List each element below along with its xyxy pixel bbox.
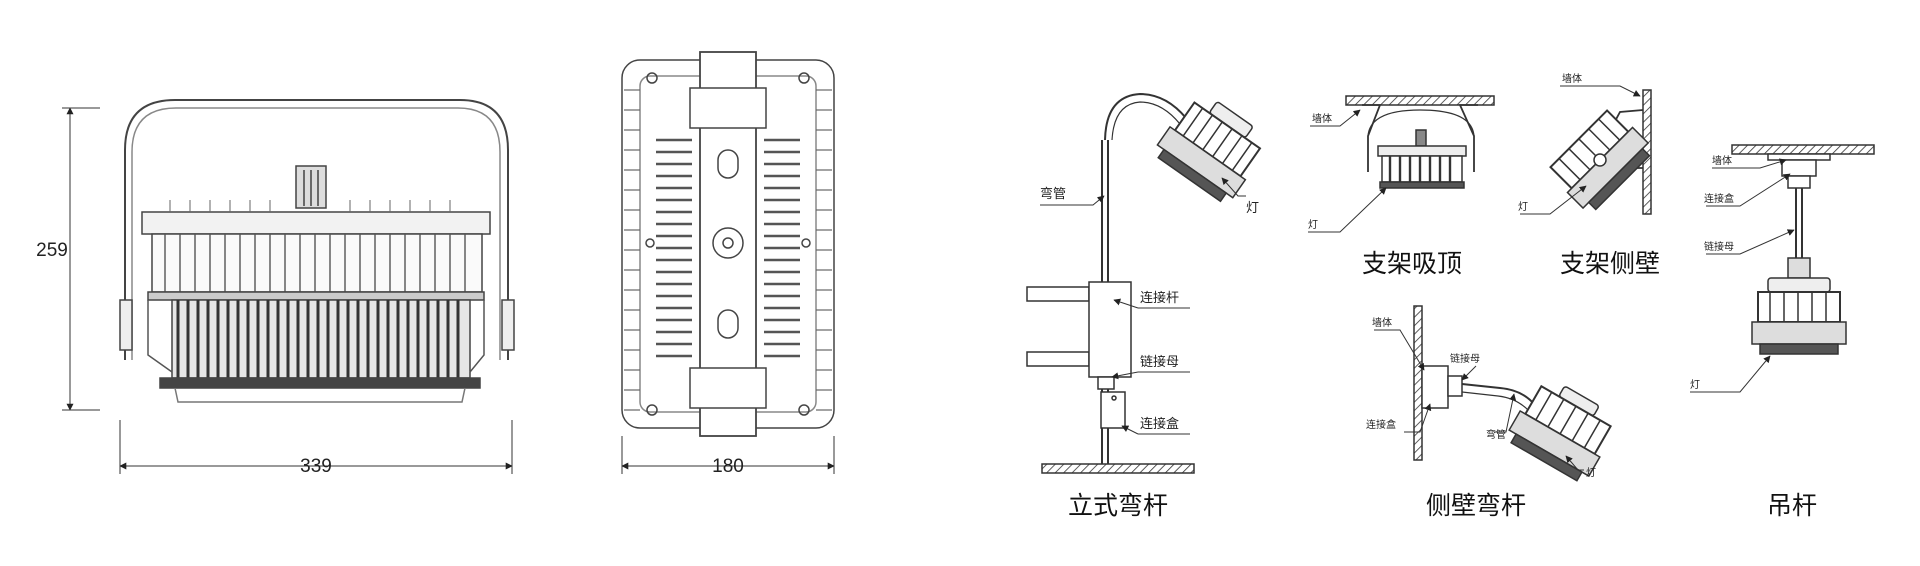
pendant-junction-box-label: 连接盒 [1704,192,1734,205]
pendant-wall-label: 墙体 [1712,154,1732,167]
junction-box-label: 连接盒 [1140,416,1179,432]
pendant-link-nut-label: 链接母 [1704,240,1734,253]
ground-plate [1041,463,1195,474]
side-wall-bent-pipe [1461,383,1535,405]
wall-bracket-lamp-label: 灯 [1518,201,1528,213]
front-height-dimension [62,107,100,411]
pole-lamp [1156,101,1262,203]
front-view [119,99,515,403]
link-nut-label: 链接母 [1140,354,1179,370]
ceiling-bracket-caption: 支架吸顶 [1362,249,1462,278]
side-wall-wall-label: 墙体 [1372,316,1392,329]
ceiling-plate [1345,95,1495,106]
side-wall-plate [1413,305,1423,461]
ceiling-lamp-label: 灯 [1308,219,1318,231]
front-width-label: 339 [300,456,332,477]
side-view [621,51,835,437]
side-wall-lamp-label: 灯 [1586,467,1596,479]
side-wall-pole-diagram [1413,305,1613,482]
front-mid-band [147,291,485,301]
front-bracket-arc [124,99,509,360]
ceiling-lamp-body [1377,145,1467,157]
side-wall-pole-leaders [1374,329,1584,471]
front-bottom-lens [159,377,481,389]
side-wall-junction-box [1421,365,1449,409]
standing-pole-leaders [1040,177,1246,435]
side-edge-fins [624,89,832,411]
lamp-label: 灯 [1246,201,1259,216]
side-wall-pole-caption: 侧壁弯杆 [1426,491,1526,520]
side-width-dimension [621,436,835,474]
ceiling-bracket-diagram [1345,95,1495,189]
pole-junction-box [1100,391,1126,429]
front-bracket-arc-inner [131,107,501,360]
front-upper-housing [141,211,491,235]
pole-bent-pipe [1104,92,1187,141]
pendant-rod-leaders [1690,158,1795,393]
connecting-rod-label: 连接杆 [1140,290,1179,306]
front-heat-sink [171,299,471,379]
side-wall-junction-box-label: 连接盒 [1366,418,1396,431]
front-height-label: 259 [36,240,68,261]
standing-pole-caption: 立式弯杆 [1068,491,1168,520]
side-wall-bent-pipe-label: 弯管 [1486,428,1506,441]
side-width-label: 180 [712,456,744,477]
pendant-lamp-label: 灯 [1690,379,1700,391]
bent-pipe-label: 弯管 [1040,186,1066,202]
pendant-ceiling-plate [1731,144,1875,155]
pendant-junction-box [1781,159,1817,177]
side-wall-link-nut-label: 链接母 [1450,352,1480,365]
front-width-dimension [119,420,513,474]
wall-bracket-leaders [1520,85,1641,215]
wall-bracket-caption: 支架侧壁 [1560,249,1660,278]
wall-bracket-wall-label: 墙体 [1562,72,1582,85]
standing-pole-diagram [1026,92,1262,474]
side-inner-fins [656,138,800,358]
side-wall-lamp [1508,384,1613,482]
ceiling-bracket-leaders [1308,109,1387,233]
pendant-rod-diagram [1731,144,1875,355]
pendant-lamp [1751,277,1847,355]
wall-bracket-diagram [1549,89,1652,215]
pendant-rod-caption: 吊杆 [1767,491,1817,520]
ceiling-wall-label: 墙体 [1312,112,1332,125]
